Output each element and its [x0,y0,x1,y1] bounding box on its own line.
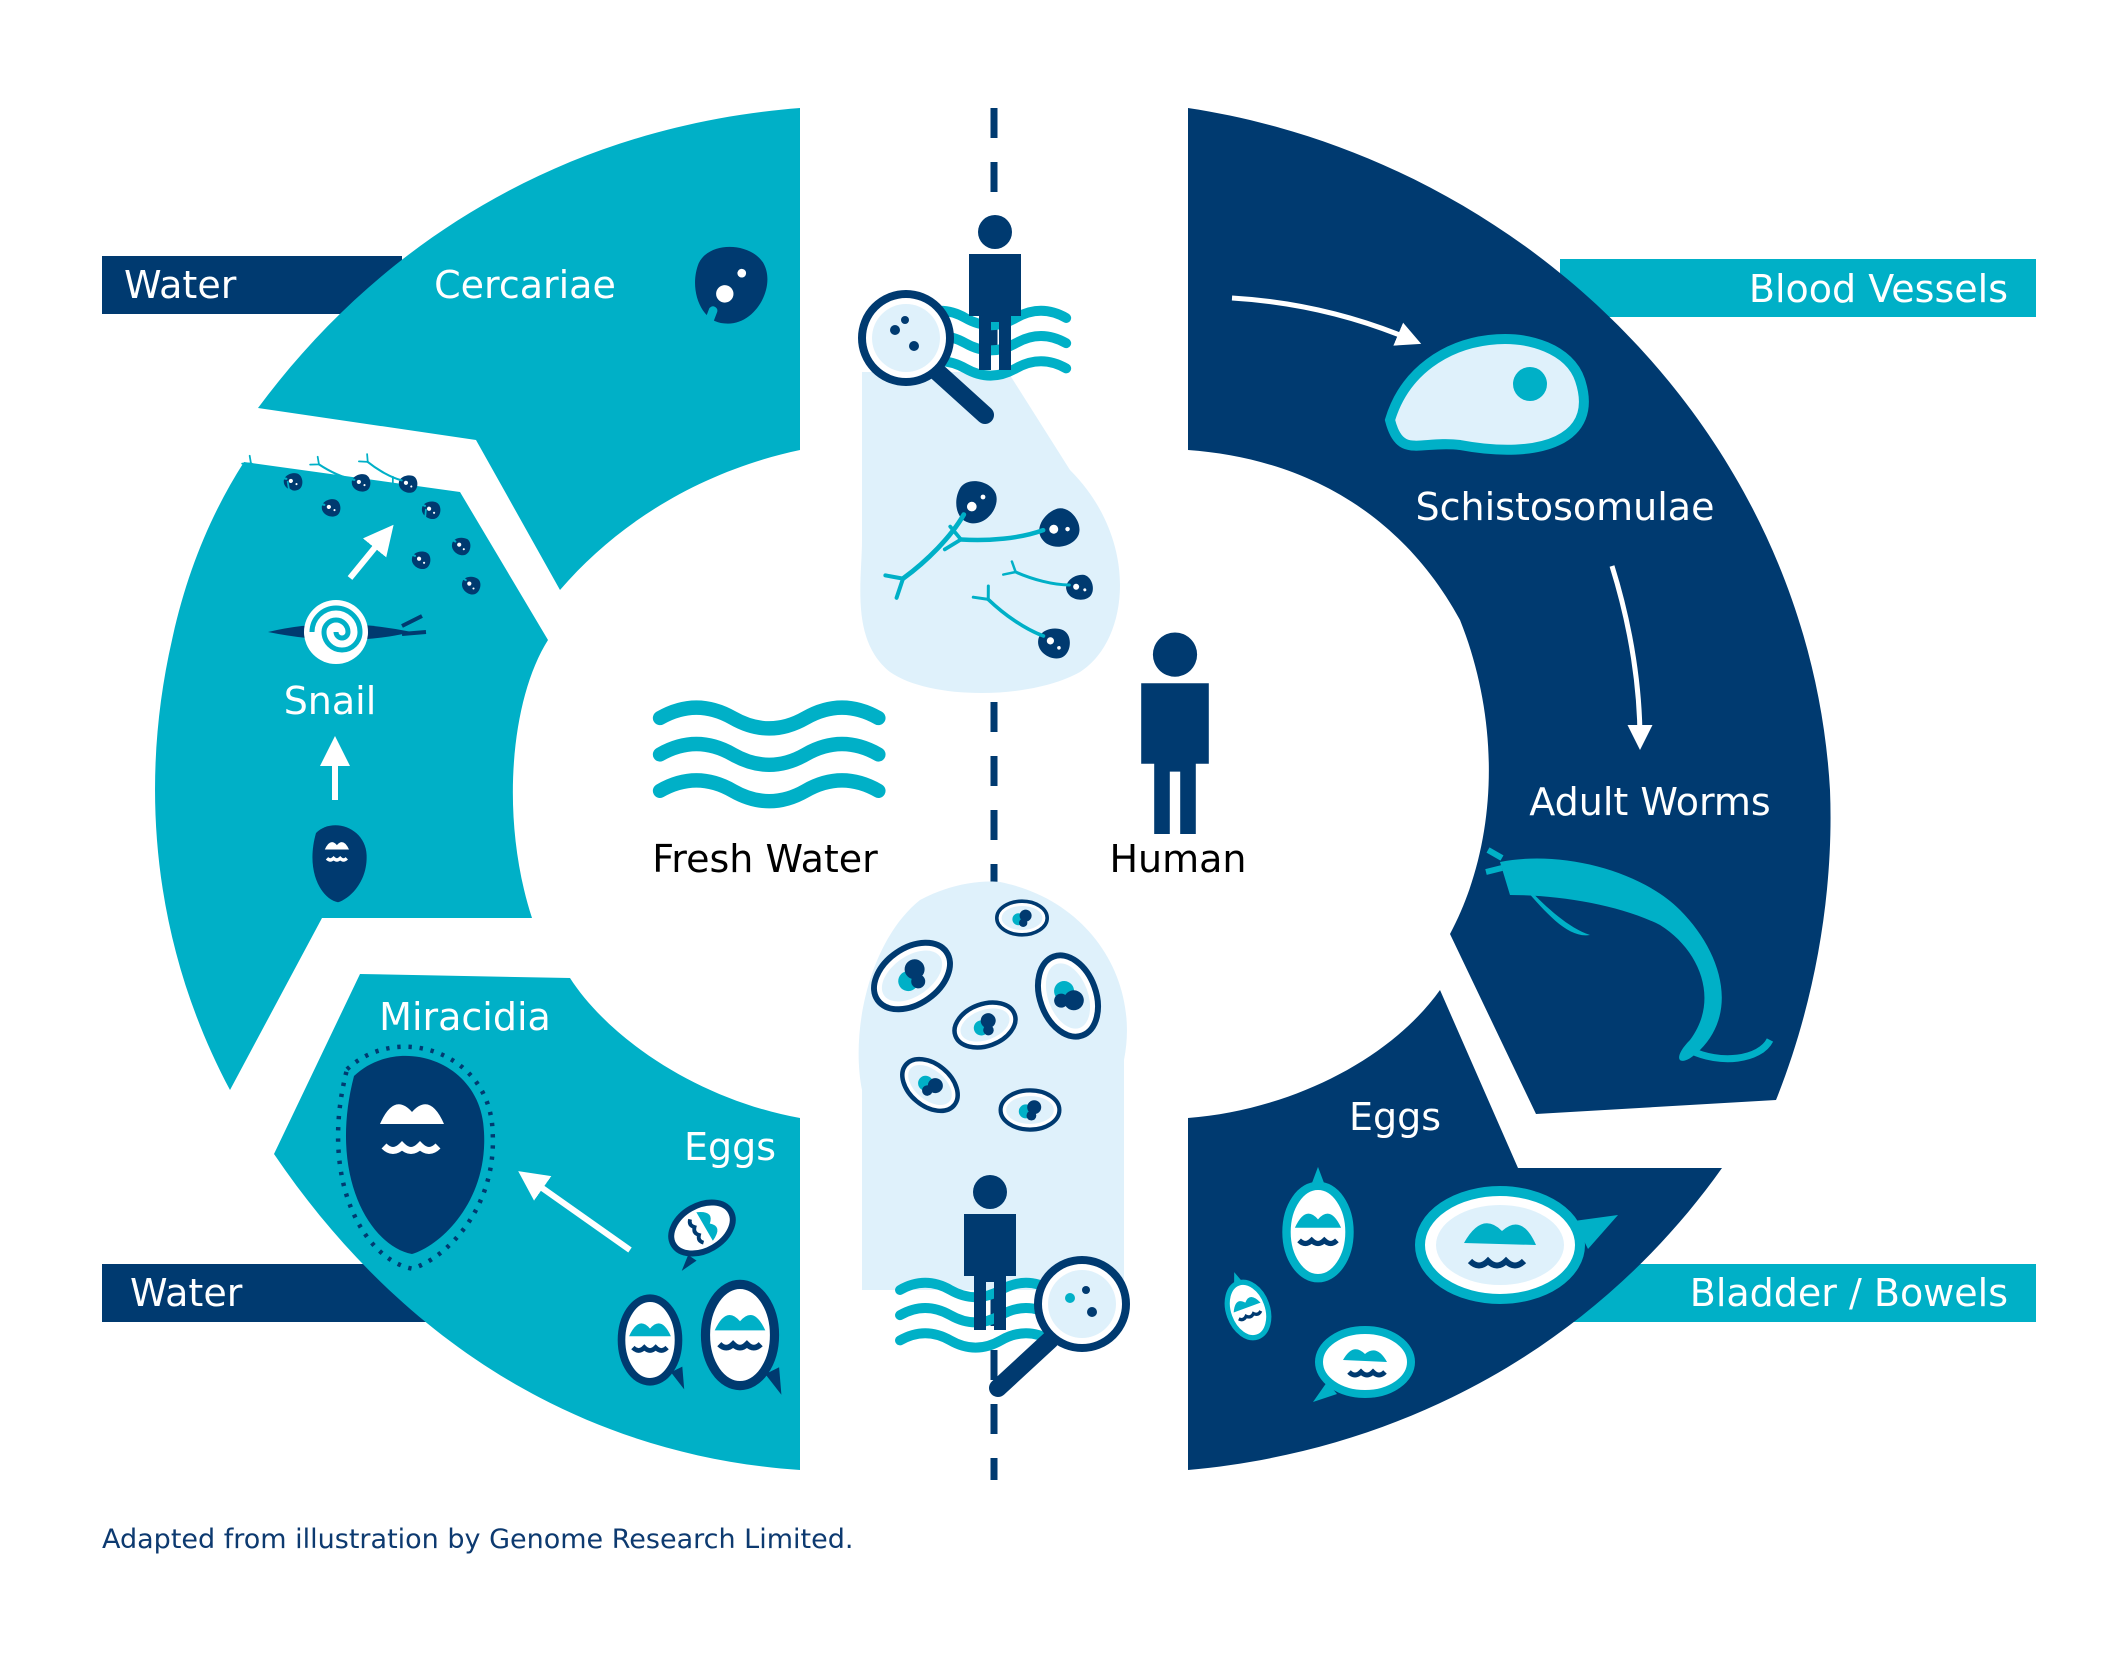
segment-snail [155,462,548,1090]
arrow-icon [518,1171,632,1253]
blood-vessels-tag: Blood Vessels [1749,267,2008,311]
miracidium-icon [335,1044,495,1271]
segment-cercariae [258,108,800,590]
person-icon [1141,632,1209,834]
miracidium-icon [312,825,367,903]
snail-label: Snail [284,679,377,723]
water-tag-top: Water [124,263,237,307]
snail-icon [268,600,427,664]
bladder-bowels-tag-bar [1560,1264,2036,1322]
egg-icon [1216,1167,1618,1402]
blood-vessels-tag-bar [1560,259,2036,317]
adult-worms-label: Adult Worms [1529,780,1770,824]
miracidia-label: Miracidia [379,995,551,1039]
schistosomulum-icon [1384,334,1589,455]
callout-top-bubble [860,372,1120,693]
water-waves-icon [660,708,878,802]
segment-schistosomulae [1188,108,1831,1114]
eggs-water-label: Eggs [684,1125,776,1169]
credit-text: Adapted from illustration by Genome Rese… [102,1524,853,1555]
arrow-icon [347,524,394,580]
magnifier-icon [858,290,994,424]
schistosomulae-label: Schistosomulae [1416,485,1715,529]
eggs-human-label: Eggs [1349,1095,1441,1139]
arrow-icon [1231,295,1422,346]
magnifier-icon [989,1256,1130,1397]
bladder-bowels-tag: Bladder / Bowels [1690,1271,2008,1315]
cercariae-label: Cercariae [434,263,616,307]
arrow-icon [1609,565,1653,750]
human-label: Human [1109,837,1246,881]
water-tag-bottom: Water [130,1271,243,1315]
adult-worm-icon [1485,847,1774,1063]
fresh-water-label: Fresh Water [652,837,878,881]
